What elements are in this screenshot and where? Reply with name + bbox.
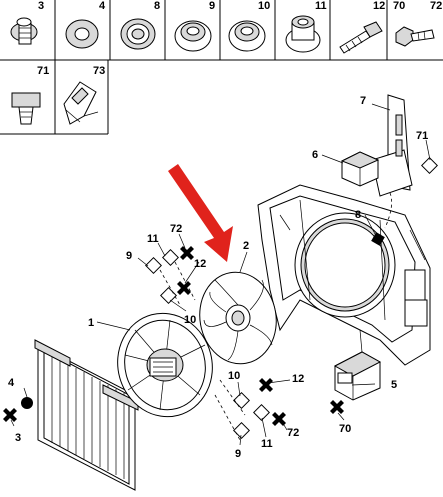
- fan-shroud-frame: [257, 184, 431, 366]
- catalog-label-8: 8: [154, 0, 160, 12]
- lower-fastener-group: [214, 378, 286, 441]
- catalog-part-11-icon: [285, 15, 321, 53]
- callout-lower-10: 10: [228, 370, 240, 382]
- catalog-part-73-icon: [63, 81, 99, 125]
- callout-upper-72: 72: [170, 223, 182, 235]
- callout-lower-12: 12: [292, 373, 304, 385]
- callout-resistor: 5: [391, 379, 397, 391]
- bolt-4-icon: [21, 397, 33, 409]
- callout-bolt-3: 3: [15, 432, 21, 444]
- callout-relay: 6: [312, 149, 318, 161]
- catalog-part-4-icon: [65, 19, 99, 49]
- catalog-label-3: 3: [38, 0, 44, 12]
- callout-upper-11: 11: [147, 233, 159, 245]
- parts-catalog-table: 3 4 8 9 10 11 12 70 72 71 73: [0, 0, 443, 135]
- catalog-part-12-icon: [339, 21, 383, 54]
- fan-motor-assembly: [117, 312, 213, 418]
- callout-lower-72: 72: [287, 427, 299, 439]
- catalog-part-8-icon: [120, 18, 156, 50]
- callout-lower-9: 9: [235, 448, 241, 460]
- catalog-label-12: 12: [373, 0, 385, 12]
- callout-grommet: 8: [355, 209, 361, 221]
- resistor-module: [333, 329, 382, 401]
- callout-upper-10: 10: [184, 314, 196, 326]
- relay-box: [340, 151, 380, 187]
- callout-relay-clip: 71: [416, 130, 428, 142]
- callout-lower-11: 11: [261, 438, 273, 450]
- catalog-label-4: 4: [99, 0, 106, 12]
- catalog-part-10-icon: [228, 20, 266, 52]
- catalog-label-10: 10: [258, 0, 270, 12]
- fan-blade: [199, 271, 277, 365]
- catalog-label-70: 70: [393, 0, 405, 12]
- callout-fan-motor: 1: [88, 317, 94, 329]
- bolt-70-icon: [330, 400, 344, 414]
- shroud-grommet: [371, 232, 385, 246]
- upper-fastener-group: [145, 246, 196, 306]
- catalog-label-71: 71: [37, 65, 49, 77]
- catalog-label-72: 72: [430, 0, 442, 12]
- callout-lower-70: 70: [339, 423, 351, 435]
- callout-fan-blade: 2: [243, 240, 249, 252]
- callout-upper-9: 9: [126, 250, 132, 262]
- catalog-part-70-icon: [395, 26, 435, 47]
- catalog-part-3-icon: [10, 17, 38, 45]
- callout-upper-12: 12: [194, 258, 206, 270]
- catalog-label-73: 73: [93, 65, 105, 77]
- red-arrow-icon: [168, 164, 233, 262]
- catalog-label-11: 11: [315, 0, 327, 12]
- radiator-core: [34, 339, 139, 491]
- relay-clip-icon: [421, 157, 438, 174]
- callout-bolt-4: 4: [8, 377, 15, 389]
- callout-relay-bracket: 7: [360, 95, 366, 107]
- leader-lines: [10, 103, 431, 446]
- catalog-label-9: 9: [209, 0, 215, 12]
- bolt-3-icon: [3, 408, 17, 422]
- relay-bracket: [371, 94, 413, 197]
- catalog-part-9-icon: [174, 20, 212, 52]
- catalog-part-71-icon: [11, 92, 41, 125]
